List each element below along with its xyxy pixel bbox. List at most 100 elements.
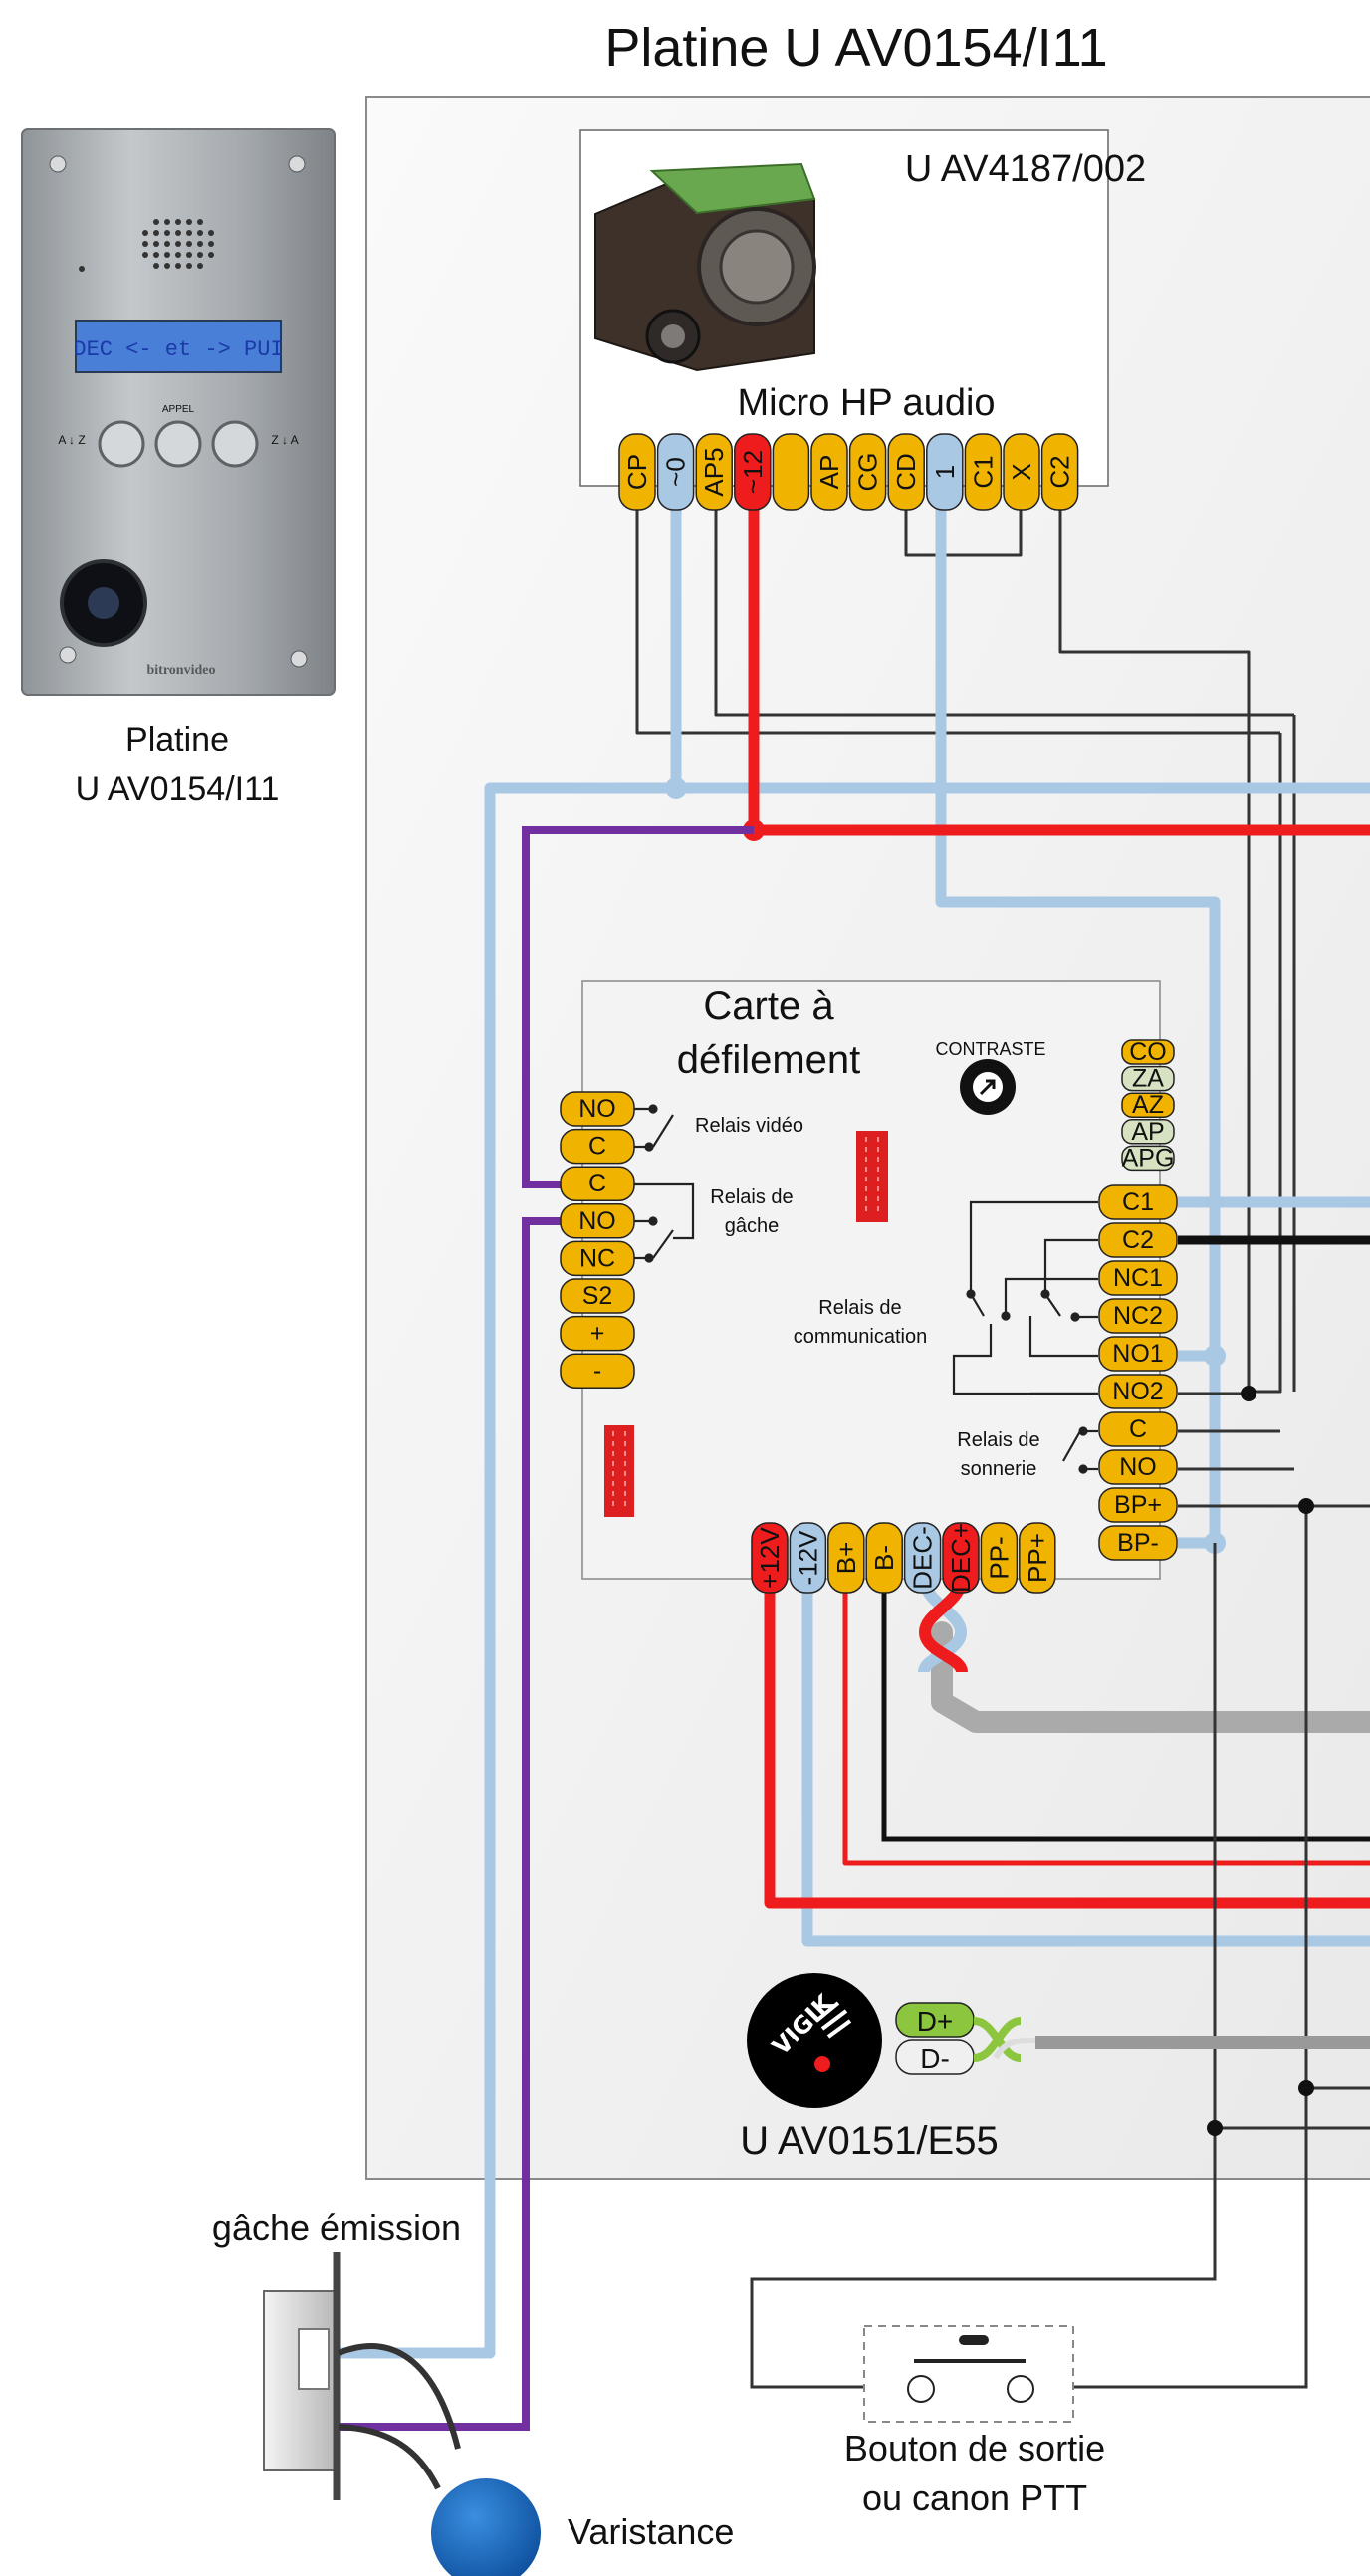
audio-pin-label: CD — [891, 453, 921, 491]
varistance-icon — [431, 2478, 541, 2576]
top-right-pin-label: AP — [1131, 1118, 1164, 1146]
bottom-pin-dec: DEC+ — [942, 1522, 980, 1594]
appel-label: APPEL — [162, 404, 195, 415]
relay-communication-symbol — [952, 1200, 1098, 1395]
bottom-pin-label: DEC+ — [946, 1523, 976, 1593]
relay-gache-label-2: gâche — [725, 1215, 780, 1237]
scroll-card-title-line2: défilement — [677, 1038, 861, 1082]
platine-faceplate — [21, 128, 336, 696]
microphone-icon — [79, 266, 85, 272]
left-pin-label: NC — [579, 1244, 615, 1272]
left-pin-label: + — [590, 1320, 605, 1348]
right-pin-no2: NO2 — [1098, 1374, 1178, 1409]
right-pin-bpx: BP+ — [1098, 1487, 1178, 1523]
audio-pin-blank — [772, 433, 810, 511]
junction-dot — [665, 777, 687, 799]
right-pin-c: C — [1098, 1411, 1178, 1447]
vigik-twisted-pair — [973, 2017, 1022, 2062]
audio-pin-label: 1 — [930, 465, 960, 479]
photo-caption-line2: U AV0154/I11 — [76, 770, 280, 808]
right-pin-label: C1 — [1122, 1188, 1154, 1216]
bottom-pin-12v: +12V — [751, 1522, 789, 1594]
audio-pin-label: CG — [853, 453, 883, 492]
left-pin-nc: NC — [560, 1240, 635, 1277]
brand-logo: bitronvideo — [147, 663, 216, 678]
audio-pin-cp: CP — [618, 433, 656, 511]
relay-gache-label-1: Relais de — [710, 1186, 793, 1208]
vigik-led-icon — [814, 2056, 830, 2072]
top-right-pin-apg: APG — [1121, 1144, 1175, 1172]
top-right-pin-za: ZA — [1121, 1065, 1175, 1093]
right-pin-c1: C1 — [1098, 1184, 1178, 1220]
junction-dot — [1298, 1498, 1314, 1514]
wire-exit-left — [750, 1543, 1217, 2389]
wire-exit-right — [1037, 1506, 1308, 2389]
right-pin-label: BP+ — [1114, 1491, 1162, 1519]
top-right-pin-label: ZA — [1132, 1065, 1164, 1093]
audio-pin-label: CP — [622, 454, 652, 490]
bottom-pin-label: PP+ — [1023, 1533, 1052, 1583]
call-button-2 — [154, 420, 202, 468]
screw-icon — [49, 155, 67, 173]
audio-pin-cg: CG — [848, 433, 887, 511]
contrast-label: CONTRASTE — [935, 1039, 1045, 1059]
wire-cp — [635, 498, 1280, 735]
right-pin-bpx: BP- — [1098, 1525, 1178, 1561]
twisted-pair-red — [918, 1577, 968, 1674]
audio-pin-1: 1 — [926, 433, 964, 511]
left-pin-x: - — [560, 1353, 635, 1389]
relay-video-symbol — [633, 1104, 674, 1152]
audio-module-name: Micro HP audio — [737, 382, 995, 424]
wire-bminus — [881, 1578, 1370, 1842]
junction-dot — [1241, 1386, 1256, 1401]
wire-dec-bus — [931, 1621, 1370, 1733]
exit-button-label-2: ou canon PTT — [862, 2477, 1087, 2518]
top-right-pin-label: APG — [1122, 1144, 1175, 1172]
left-pin-label: C — [588, 1133, 606, 1161]
audio-pin-label: AP5 — [699, 447, 729, 496]
right-pin-label: BP- — [1117, 1529, 1159, 1557]
bottom-pin-pp: PP- — [980, 1522, 1019, 1594]
right-pin-nc2: NC2 — [1098, 1298, 1178, 1334]
scroll-card-title-line1: Carte à — [703, 984, 834, 1028]
wire-cp-down — [1249, 733, 1282, 1394]
right-pin-c2: C2 — [1098, 1222, 1178, 1258]
screw-icon — [59, 646, 77, 664]
bottom-pin-b: B+ — [827, 1522, 865, 1594]
top-right-pin-label: AZ — [1132, 1091, 1164, 1119]
vigik-pin-dminus-label: D- — [920, 2043, 950, 2074]
twisted-pair-blue — [918, 1577, 968, 1674]
wire-blue-gache — [339, 782, 1370, 2359]
lcd-display — [75, 320, 282, 373]
audio-pin-label: AP — [814, 455, 844, 490]
vigik-pin-dplus-label: D+ — [917, 2006, 954, 2037]
audio-pin-x: X — [1003, 433, 1040, 511]
screw-icon — [288, 155, 306, 173]
wire-purple-top — [522, 826, 754, 1188]
audio-module-device-icon — [594, 162, 816, 372]
junction-dot — [1204, 1345, 1226, 1367]
contrast-knob-icon — [960, 1059, 1016, 1115]
arrow-right-label: Z ↓ A — [271, 433, 298, 447]
audio-pin-12: ~12 — [734, 433, 772, 511]
top-right-pin-ap: AP — [1121, 1118, 1175, 1146]
right-pin-label: NO1 — [1112, 1340, 1163, 1368]
vigik-ref: U AV0151/E55 — [740, 2119, 998, 2163]
bottom-pin-label: B- — [869, 1545, 899, 1571]
camera-lens-icon — [88, 587, 119, 619]
right-pin-no1: NO1 — [1098, 1336, 1178, 1372]
speaker-grill-icon — [142, 219, 214, 269]
lcd-text: DEC <- et -> PUI — [73, 337, 283, 362]
platine-photo: DEC <- et -> PUI APPEL A ↓ Z Z ↓ A bitro… — [21, 128, 336, 696]
audio-pin-label: ~12 — [738, 450, 768, 494]
left-pin-label: - — [593, 1357, 601, 1385]
vigik-reader: VIGIK D+ D- — [747, 1973, 1036, 2108]
audio-pin-cd: CD — [887, 433, 925, 511]
bottom-pin-label: DEC- — [908, 1526, 938, 1590]
